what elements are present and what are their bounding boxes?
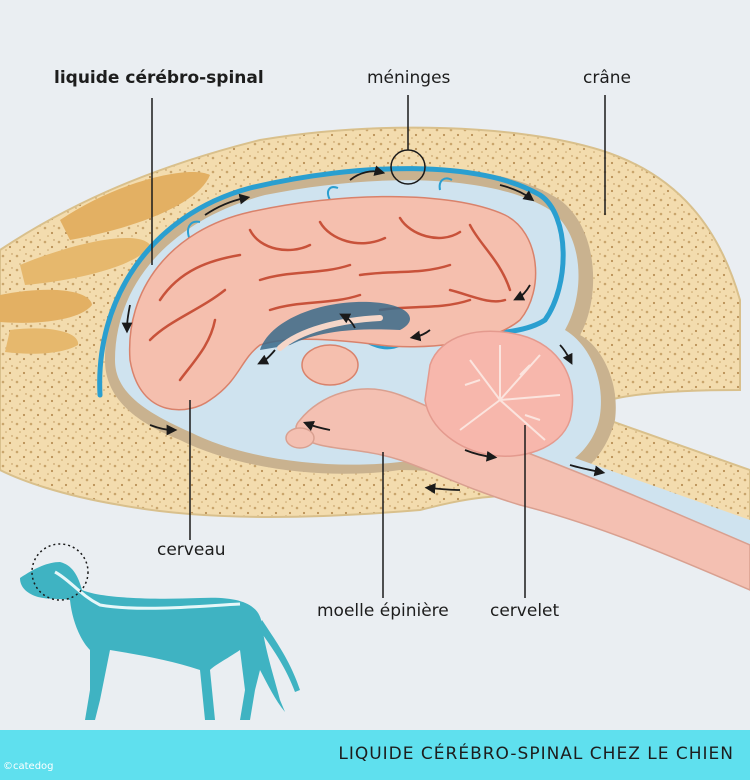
meninges-line	[97, 166, 566, 398]
label-csf: liquide cérébro-spinal	[54, 68, 264, 88]
copyright-text: ©catedog	[3, 761, 54, 772]
nasal-turbinates	[0, 172, 210, 354]
brain	[128, 195, 537, 411]
dog-skeleton-icon	[20, 562, 300, 720]
label-brain: cerveau	[157, 540, 226, 560]
pituitary	[285, 427, 315, 449]
cerebellum	[424, 330, 574, 457]
leader-lines	[151, 95, 606, 598]
footer-title: LIQUIDE CÉRÉBRO-SPINAL CHEZ LE CHIEN	[338, 744, 734, 764]
label-skull: crâne	[583, 68, 631, 88]
thalamus	[301, 344, 359, 386]
dog-head-highlight-circle	[31, 543, 89, 601]
label-cerebellum: cervelet	[490, 601, 560, 621]
label-spinal-cord: moelle épinière	[317, 601, 449, 621]
dog-spine-line	[54, 570, 241, 610]
csf-flow-arrows	[121, 165, 606, 494]
footer-band	[0, 730, 750, 780]
label-meninges: méninges	[367, 68, 451, 88]
